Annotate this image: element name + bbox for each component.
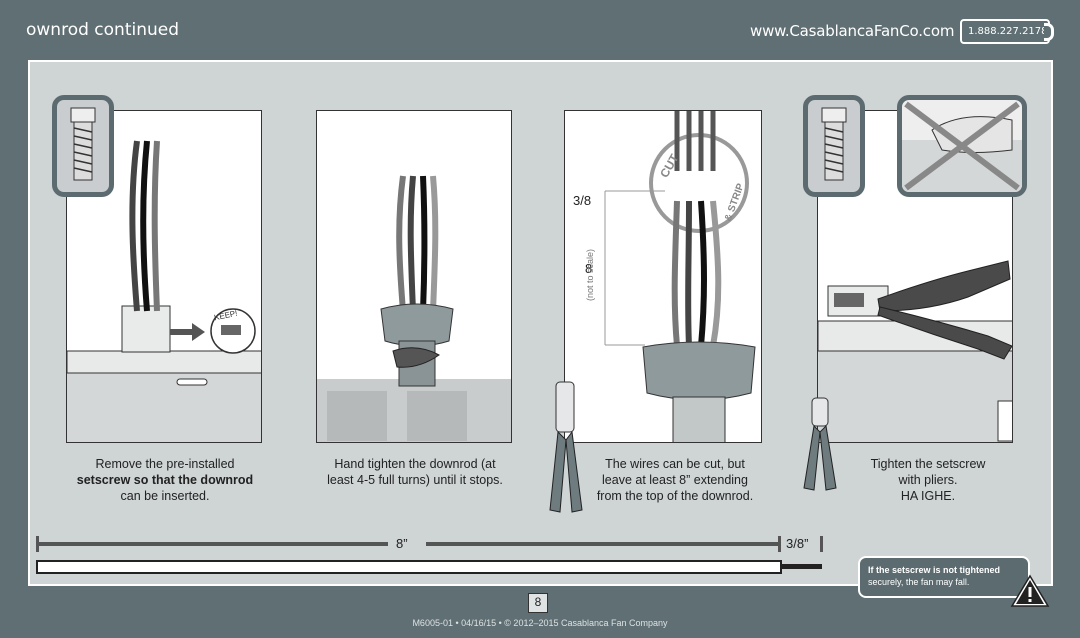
phone-number: 1.888.227.2178 (968, 26, 1048, 37)
page-number: 8 (528, 593, 548, 613)
page-title: ownrod continued (26, 20, 179, 40)
step2-caption: Hand tighten the downrod (at least 4-5 f… (312, 456, 518, 488)
footer-text: M6005-01 • 04/16/15 • © 2012–2015 Casabl… (412, 618, 668, 628)
step3-illustration: CUT & STRIP 3/8 8 (not to scale) (564, 110, 762, 443)
step3-caption-line2: leave at least 8” extending (602, 473, 748, 487)
ruler-main-label: 8” (396, 536, 408, 551)
setscrew-icon-2 (821, 107, 847, 181)
incorrect-method-badge (897, 95, 1027, 197)
step2-illustration (316, 110, 512, 443)
step3-caption-line3: from the top of the downrod. (596, 489, 754, 503)
pliers-icon (803, 397, 837, 491)
length-measure: 8 (585, 261, 593, 276)
ruler-bar-right (426, 542, 780, 546)
step4-caption-line3: HA IGHE. (900, 489, 956, 503)
step3-drawing (604, 111, 756, 442)
ruler-small-label: 3/8” (786, 536, 809, 551)
step1-caption-bold: setscrew so that the downrod (76, 473, 254, 487)
no-hand-tighten-icon (902, 101, 1022, 192)
ruler-mid-tick (778, 536, 781, 552)
setscrew-icon (70, 107, 96, 181)
ruler-right-tick (820, 536, 823, 552)
wire-length-strip (36, 560, 782, 574)
website-url[interactable]: www.CasablancaFanCo.com (750, 22, 955, 40)
step4-drawing (818, 260, 1012, 442)
warning-box: If the setscrew is not tightened securel… (858, 556, 1030, 598)
phone-box: 1.888.227.2178 (960, 19, 1054, 44)
step1-drawing (67, 140, 261, 442)
strip-measure: 3/8 (573, 193, 592, 208)
step4-caption-line1: Tighten the setscrew (870, 457, 986, 471)
step1-caption-line1: Remove the pre-installed (95, 457, 235, 471)
scale-note: (not to scale) (585, 248, 595, 301)
wire-strip-end (782, 564, 822, 569)
warning-bold: If the setscrew is not tightened (868, 565, 1001, 575)
step3-caption-line1: The wires can be cut, but (605, 457, 745, 471)
phone-icon (1044, 23, 1054, 41)
ruler-left-tick (36, 536, 39, 552)
step2-caption-line1: Hand tighten the downrod (at (334, 457, 496, 471)
ruler-bar-left (38, 542, 388, 546)
step1-caption-line3: can be inserted. (120, 489, 210, 503)
step2-caption-line2: least 4-5 full turns) until it stops. (327, 473, 503, 487)
setscrew-badge-2 (803, 95, 865, 197)
step4-caption-line2: with pliers. (898, 473, 958, 487)
setscrew-badge (52, 95, 114, 197)
step4-caption: Tighten the setscrew with pliers. HA IGH… (825, 456, 1031, 504)
wire-stripper-icon (549, 381, 583, 513)
step3-caption: The wires can be cut, but leave at least… (572, 456, 778, 504)
warning-text: securely, the fan may fall. (868, 577, 970, 587)
step2-drawing (317, 175, 511, 442)
warning-triangle-icon (1010, 574, 1050, 607)
step1-caption: Remove the pre-installed setscrew so tha… (62, 456, 268, 504)
